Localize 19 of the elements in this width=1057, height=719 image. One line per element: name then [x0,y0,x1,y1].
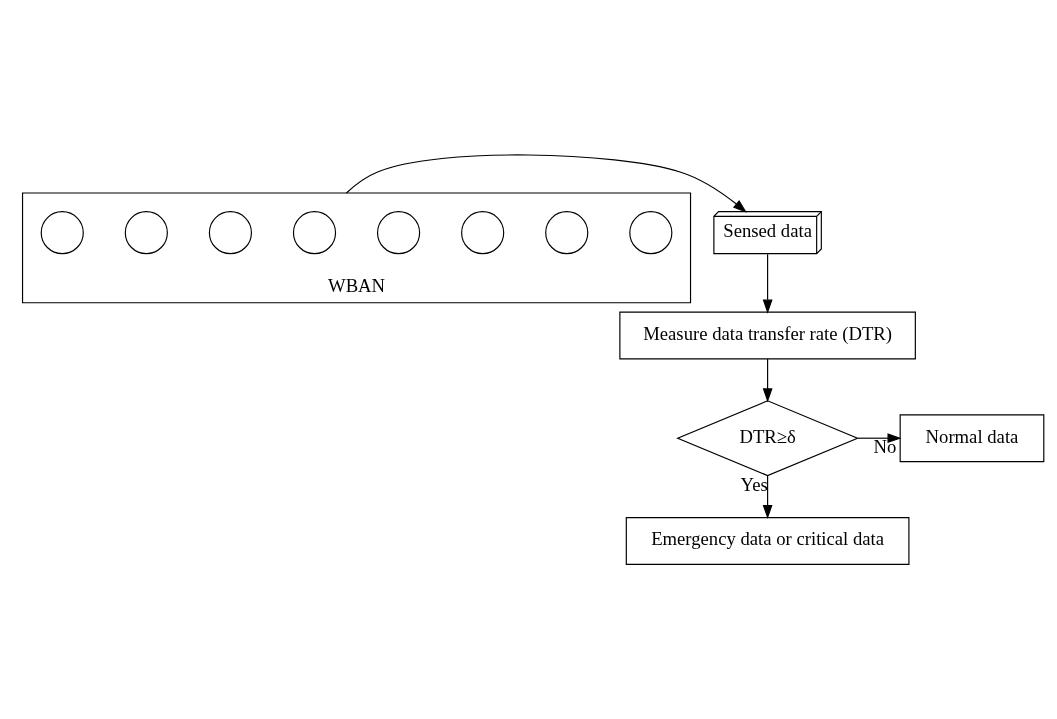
node-box: Emergency data or critical data [625,517,910,565]
node-circle [545,211,589,255]
arrow [762,253,773,314]
node-circle [376,211,421,255]
node-circle [292,211,337,255]
arrow [857,433,902,444]
node-circle [40,211,84,255]
node-circle [124,211,168,255]
edge-label: No [873,436,897,458]
node-diamond: DTR≥δ [676,400,860,477]
arrow [345,154,747,213]
node-circle [208,211,253,255]
arrow [762,358,773,403]
cluster: WBAN [21,192,692,304]
node-circle [461,211,505,255]
node-box: Normal data [899,414,1045,463]
node-circle [629,211,673,255]
node-box: Measure data transfer rate (DTR) [619,311,916,360]
arrow [762,475,773,520]
